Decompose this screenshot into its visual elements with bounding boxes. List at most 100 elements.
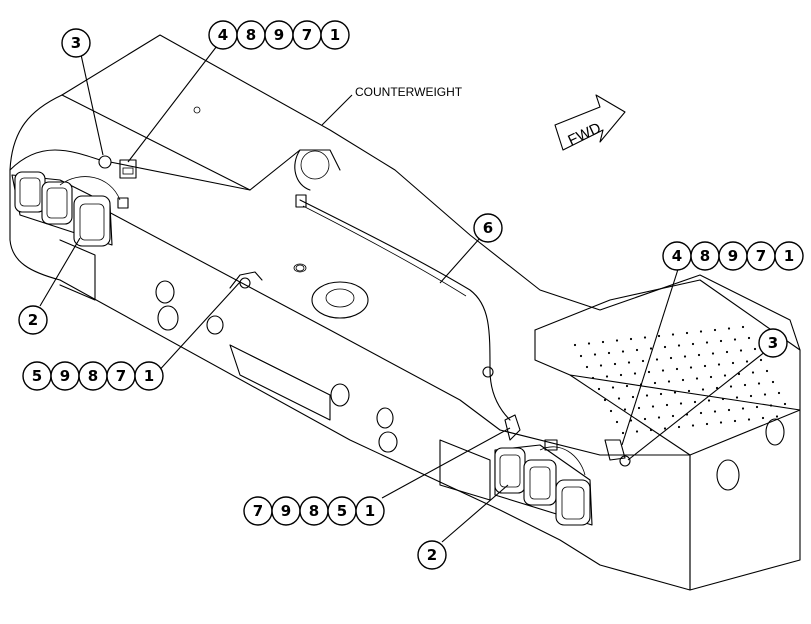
perforation-dot: [701, 388, 705, 391]
perforation-dot: [647, 370, 651, 374]
callout-sequence-bottom: 7 9 8 5 1: [243, 496, 385, 526]
perforation-dot: [615, 339, 619, 342]
perforation-dot: [653, 381, 657, 385]
perforation-dot: [683, 355, 687, 358]
perforation-dot: [745, 360, 749, 363]
perforation-dot: [643, 417, 647, 421]
perforation-dot: [677, 425, 681, 429]
perforation-dot: [689, 366, 693, 369]
perforation-dot: [661, 369, 665, 372]
svg-text:8: 8: [309, 502, 319, 520]
counterweight-body: [9, 34, 801, 591]
perforation-dot: [765, 369, 769, 373]
perforation-dot: [687, 389, 691, 393]
perforation-dot: [665, 403, 669, 407]
perforation-dot: [675, 367, 679, 371]
svg-text:7: 7: [253, 502, 263, 520]
perforated-plate: [573, 325, 787, 435]
perforation-dot: [741, 325, 745, 329]
svg-text:4: 4: [218, 26, 228, 44]
perforation-dot: [657, 334, 661, 338]
perforation-dot: [587, 342, 591, 345]
perforation-dot: [763, 393, 767, 396]
left-lamp-assembly: [11, 171, 121, 247]
fwd-direction-arrow: FWD: [554, 94, 626, 151]
svg-text:7: 7: [302, 26, 312, 44]
fwd-label: FWD: [565, 119, 603, 149]
perforation-dot: [711, 352, 715, 355]
svg-text:3: 3: [71, 34, 81, 52]
perforation-dot: [591, 376, 595, 380]
svg-text:8: 8: [246, 26, 256, 44]
perforation-dot: [705, 422, 709, 426]
perforation-dot: [681, 378, 685, 382]
perforation-dot: [723, 374, 727, 377]
perforation-dot: [631, 395, 635, 399]
perforation-dot: [769, 404, 773, 407]
perforation-dot: [695, 377, 699, 380]
svg-text:9: 9: [281, 502, 291, 520]
perforation-dot: [663, 427, 667, 430]
perforation-dot: [621, 431, 625, 435]
perforation-dot: [783, 402, 787, 406]
perforation-dot: [617, 397, 621, 400]
svg-text:7: 7: [756, 247, 766, 265]
callout-6-center: 6: [473, 213, 503, 243]
perforation-dot: [603, 398, 607, 402]
svg-text:2: 2: [427, 546, 437, 564]
perforation-dot: [611, 386, 615, 389]
callout-2-left: 2: [18, 305, 48, 335]
perforation-dot: [671, 414, 675, 418]
perforation-dot: [753, 347, 757, 351]
perforation-dot: [615, 420, 619, 424]
svg-text:8: 8: [700, 247, 710, 265]
perforation-dot: [607, 351, 611, 355]
perforation-dot: [649, 428, 653, 432]
perforation-dot: [641, 359, 645, 363]
perforation-dot: [751, 371, 755, 374]
perforation-dot: [731, 361, 735, 365]
callout-3-top-left: 3: [61, 28, 91, 58]
perforation-dot: [727, 408, 731, 412]
svg-text:2: 2: [28, 311, 38, 329]
perforation-dot: [625, 384, 629, 388]
perforation-dot: [717, 363, 721, 366]
callout-3-right: 3: [758, 328, 788, 358]
svg-text:1: 1: [144, 367, 154, 385]
perforation-dot: [759, 358, 763, 362]
perforation-dot: [685, 331, 689, 335]
perforation-dot: [761, 416, 765, 420]
perforation-dot: [645, 394, 649, 397]
perforation-dot: [739, 349, 743, 352]
perforation-dot: [741, 407, 745, 410]
perforation-dot: [673, 391, 677, 394]
perforation-dot: [593, 353, 597, 356]
perforation-dot: [707, 399, 711, 402]
counterweight-label: COUNTERWEIGHT: [355, 85, 463, 99]
perforation-dot: [573, 343, 577, 347]
perforation-dot: [623, 408, 627, 411]
perforation-dot: [621, 350, 625, 353]
callout-2-bottom: 2: [417, 540, 447, 570]
connectors: [98, 155, 631, 467]
perforation-dot: [633, 372, 637, 375]
perforation-dot: [749, 394, 753, 398]
perforation-dot: [671, 333, 675, 336]
perforation-dot: [693, 400, 697, 404]
perforation-dot: [697, 353, 701, 357]
svg-text:4: 4: [672, 247, 682, 265]
perforation-dot: [691, 342, 695, 346]
perforation-dot: [705, 341, 709, 344]
perforation-dot: [637, 406, 641, 410]
perforation-dot: [691, 424, 695, 427]
perforation-dot: [713, 328, 717, 332]
perforation-dot: [743, 383, 747, 387]
perforation-dot: [715, 386, 719, 390]
perforation-dot: [727, 327, 731, 330]
perforation-dot: [667, 380, 671, 383]
perforation-dot: [649, 347, 653, 350]
perforation-dot: [585, 365, 589, 369]
perforation-dot: [579, 354, 583, 358]
perforation-dot: [643, 336, 647, 339]
